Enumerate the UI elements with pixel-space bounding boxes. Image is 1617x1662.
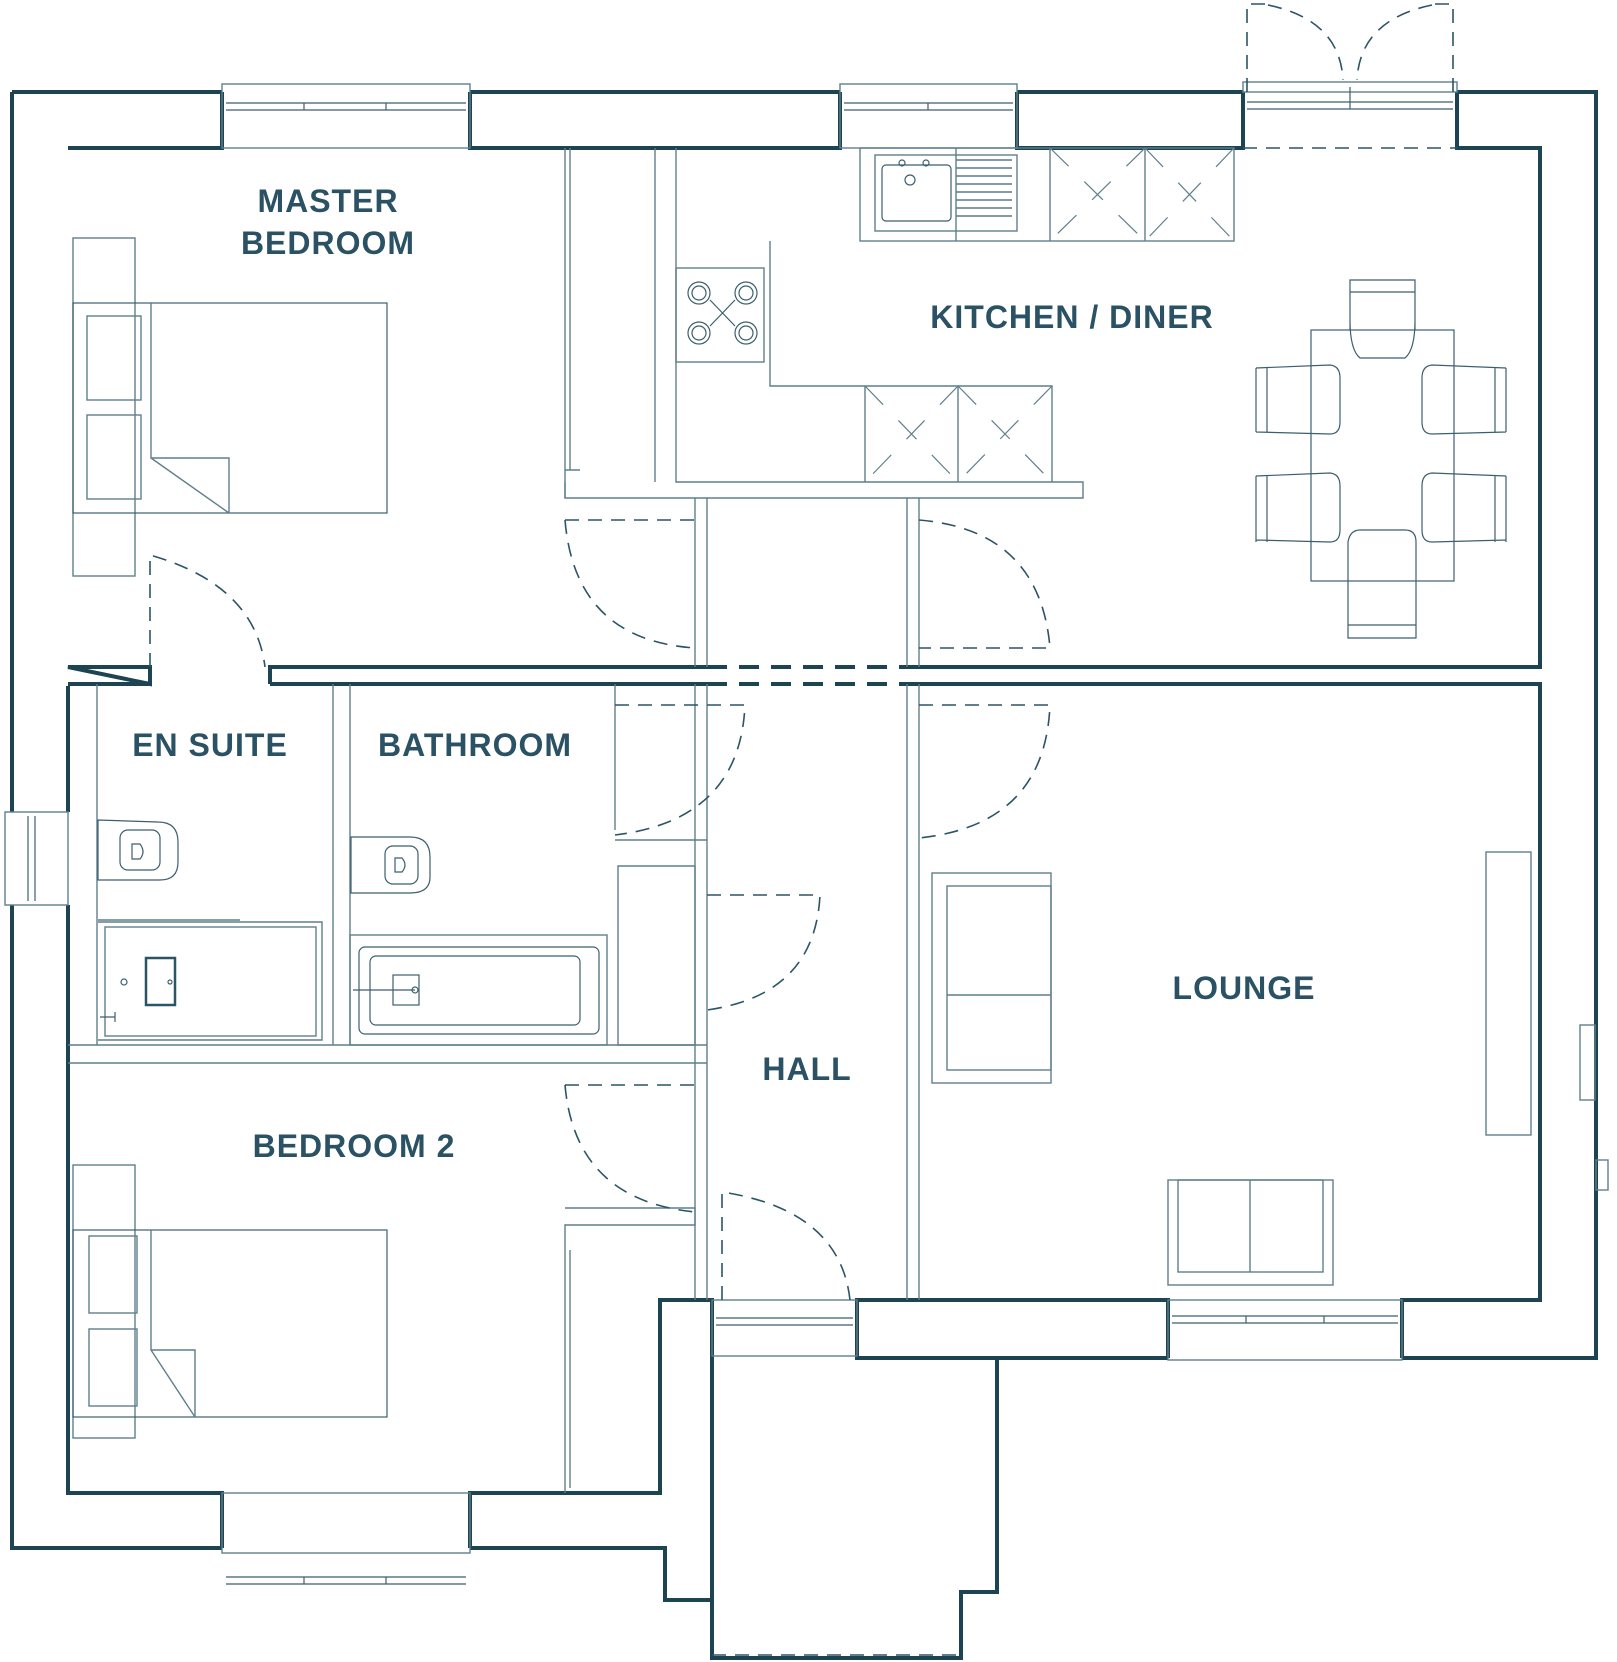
lounge-furniture: [931, 851, 1609, 1286]
outer-walls: [10, 90, 1598, 1660]
french-doors: [1242, 3, 1458, 149]
door-swings: [149, 519, 1051, 1656]
bed-2: [72, 1164, 388, 1439]
master-bed: [72, 237, 388, 577]
label-bedroom-2: BEDROOM 2: [253, 1128, 456, 1164]
windows: [4, 83, 1403, 1585]
label-bathroom: BATHROOM: [378, 727, 572, 763]
label-lounge: LOUNGE: [1173, 970, 1316, 1006]
label-master-bedroom-line2: BEDROOM: [241, 225, 415, 261]
bathroom-fixtures: [349, 836, 608, 1046]
room-labels: MASTER BEDROOM KITCHEN / DINER EN SUITE …: [132, 183, 1316, 1164]
label-en-suite: EN SUITE: [132, 727, 288, 763]
label-kitchen-diner: KITCHEN / DINER: [930, 299, 1213, 335]
dining-table: [1255, 279, 1507, 639]
internal-walls: [68, 148, 1084, 1493]
label-hall: HALL: [762, 1051, 851, 1087]
en-suite-fixtures: [97, 819, 323, 1041]
kitchen-units: [675, 147, 1235, 483]
label-master-bedroom-line1: MASTER: [257, 183, 398, 219]
